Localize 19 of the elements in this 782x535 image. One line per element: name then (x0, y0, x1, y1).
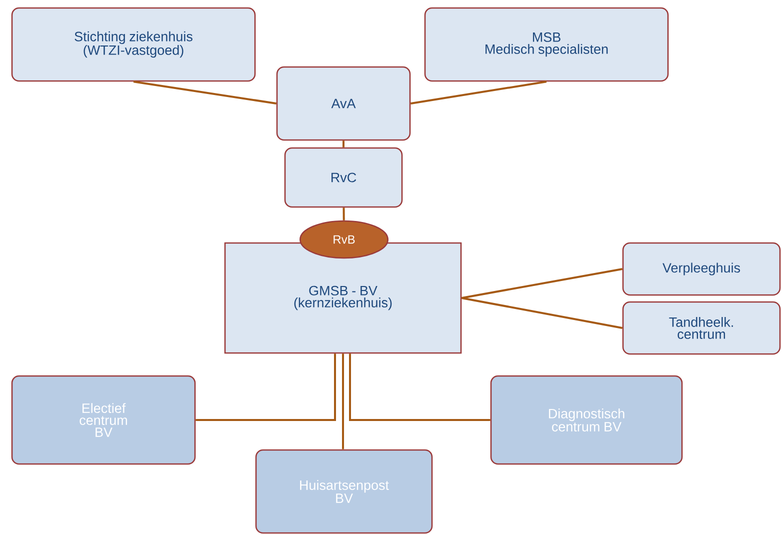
org-box: RvC (284, 147, 403, 208)
subsidiary-box: Electief centrum BV (11, 375, 196, 465)
connector-line (342, 208, 345, 220)
org-box: Tandheelk. centrum (622, 301, 781, 355)
org-box: MSB Medisch specialisten (424, 7, 669, 82)
connector-line (196, 354, 336, 421)
connector-line (410, 80, 547, 104)
connector-line (349, 354, 490, 421)
org-box: AvA (276, 66, 411, 141)
connector-line (133, 80, 276, 104)
connector-line (342, 140, 344, 148)
subsidiary-box: Diagnostisch centrum BV (490, 375, 683, 465)
org-box: Verpleeghuis (622, 242, 781, 296)
connector-line (461, 268, 623, 299)
connector-line (461, 297, 623, 329)
board-oval: RvB (300, 220, 388, 259)
connector-line (342, 354, 344, 450)
subsidiary-box: Huisartsenpost BV (255, 449, 433, 534)
org-box: Stichting ziekenhuis (WTZI-vastgoed) (11, 7, 256, 82)
